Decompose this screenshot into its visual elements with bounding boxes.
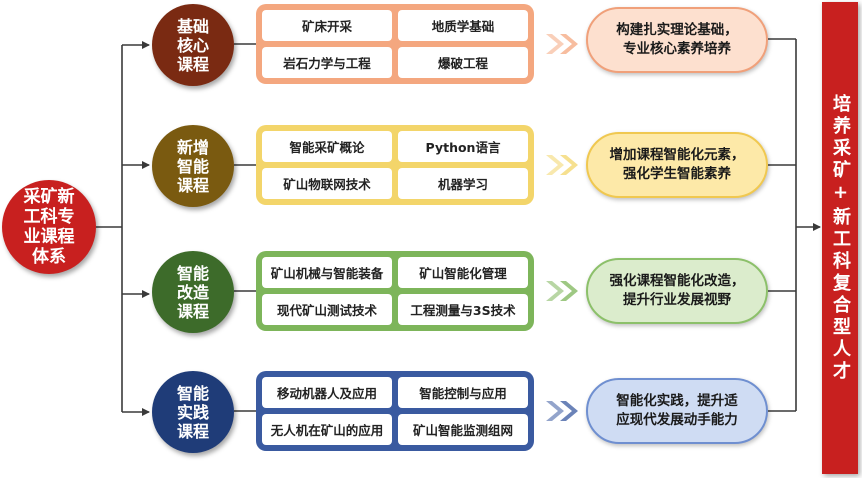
chevron-arrow-icon xyxy=(544,278,584,304)
course-item: 智能控制与应用 xyxy=(398,377,528,408)
course-item: 机器学习 xyxy=(398,168,528,199)
outcome-new-intelligent: 增加课程智能化元素， 强化学生智能素养 xyxy=(586,132,768,198)
outcome-intelligent-reform: 强化课程智能化改造， 提升行业发展视野 xyxy=(586,258,768,324)
category-label: 基础 核心 课程 xyxy=(176,16,209,74)
category-circle-new-intelligent: 新增 智能 课程 xyxy=(152,125,234,207)
category-label: 新增 智能 课程 xyxy=(176,137,209,195)
category-label: 智能 实践 课程 xyxy=(176,383,209,441)
course-item: 矿山智能监测组网 xyxy=(398,414,528,445)
course-item: 无人机在矿山的应用 xyxy=(262,414,392,445)
final-goal-label: 培养采矿+新工科复合型人才 xyxy=(830,93,851,383)
outcome-basic-core: 构建扎实理论基础， 专业核心素养培养 xyxy=(586,7,768,73)
course-box-intelligent-reform: 矿山机械与智能装备 矿山智能化管理 现代矿山测试技术 工程测量与3S技术 xyxy=(256,251,534,331)
course-item: 矿山智能化管理 xyxy=(398,257,528,288)
outcome-text: 构建扎实理论基础， 专业核心素养培养 xyxy=(616,22,738,57)
course-box-basic-core: 矿床开采 地质学基础 岩石力学与工程 爆破工程 xyxy=(256,4,534,84)
course-item: 现代矿山测试技术 xyxy=(262,294,392,325)
double-chevron-icon xyxy=(546,34,578,54)
course-item: 移动机器人及应用 xyxy=(262,377,392,408)
course-item: 智能采矿概论 xyxy=(262,131,392,162)
course-item: 爆破工程 xyxy=(398,47,528,78)
chevron-arrow-icon xyxy=(544,31,584,57)
course-item: 矿床开采 xyxy=(262,10,392,41)
outcome-intelligent-practice: 智能化实践，提升适 应现代发展动手能力 xyxy=(586,378,768,444)
outcome-text: 强化课程智能化改造， 提升行业发展视野 xyxy=(609,273,745,308)
final-goal-bar: 培养采矿+新工科复合型人才 xyxy=(822,2,858,474)
root-node: 采矿新 工科专 业课程 体系 xyxy=(2,180,96,274)
double-chevron-icon xyxy=(546,401,578,421)
course-item: 地质学基础 xyxy=(398,10,528,41)
course-box-new-intelligent: 智能采矿概论 Python语言 矿山物联网技术 机器学习 xyxy=(256,125,534,205)
course-item: 矿山物联网技术 xyxy=(262,168,392,199)
chevron-arrow-icon xyxy=(544,152,584,178)
category-circle-intelligent-practice: 智能 实践 课程 xyxy=(152,371,234,453)
outcome-text: 智能化实践，提升适 应现代发展动手能力 xyxy=(616,393,738,428)
course-item: Python语言 xyxy=(398,131,528,162)
double-chevron-icon xyxy=(546,281,578,301)
course-item: 工程测量与3S技术 xyxy=(398,294,528,325)
category-label: 智能 改造 课程 xyxy=(176,263,209,321)
outcome-text: 增加课程智能化元素， 强化学生智能素养 xyxy=(609,147,745,182)
category-circle-basic-core: 基础 核心 课程 xyxy=(152,4,234,86)
category-circle-intelligent-reform: 智能 改造 课程 xyxy=(152,251,234,333)
course-item: 岩石力学与工程 xyxy=(262,47,392,78)
chevron-arrow-icon xyxy=(544,398,584,424)
course-item: 矿山机械与智能装备 xyxy=(262,257,392,288)
double-chevron-icon xyxy=(546,155,578,175)
root-label: 采矿新 工科专 业课程 体系 xyxy=(23,187,75,267)
course-box-intelligent-practice: 移动机器人及应用 智能控制与应用 无人机在矿山的应用 矿山智能监测组网 xyxy=(256,371,534,451)
